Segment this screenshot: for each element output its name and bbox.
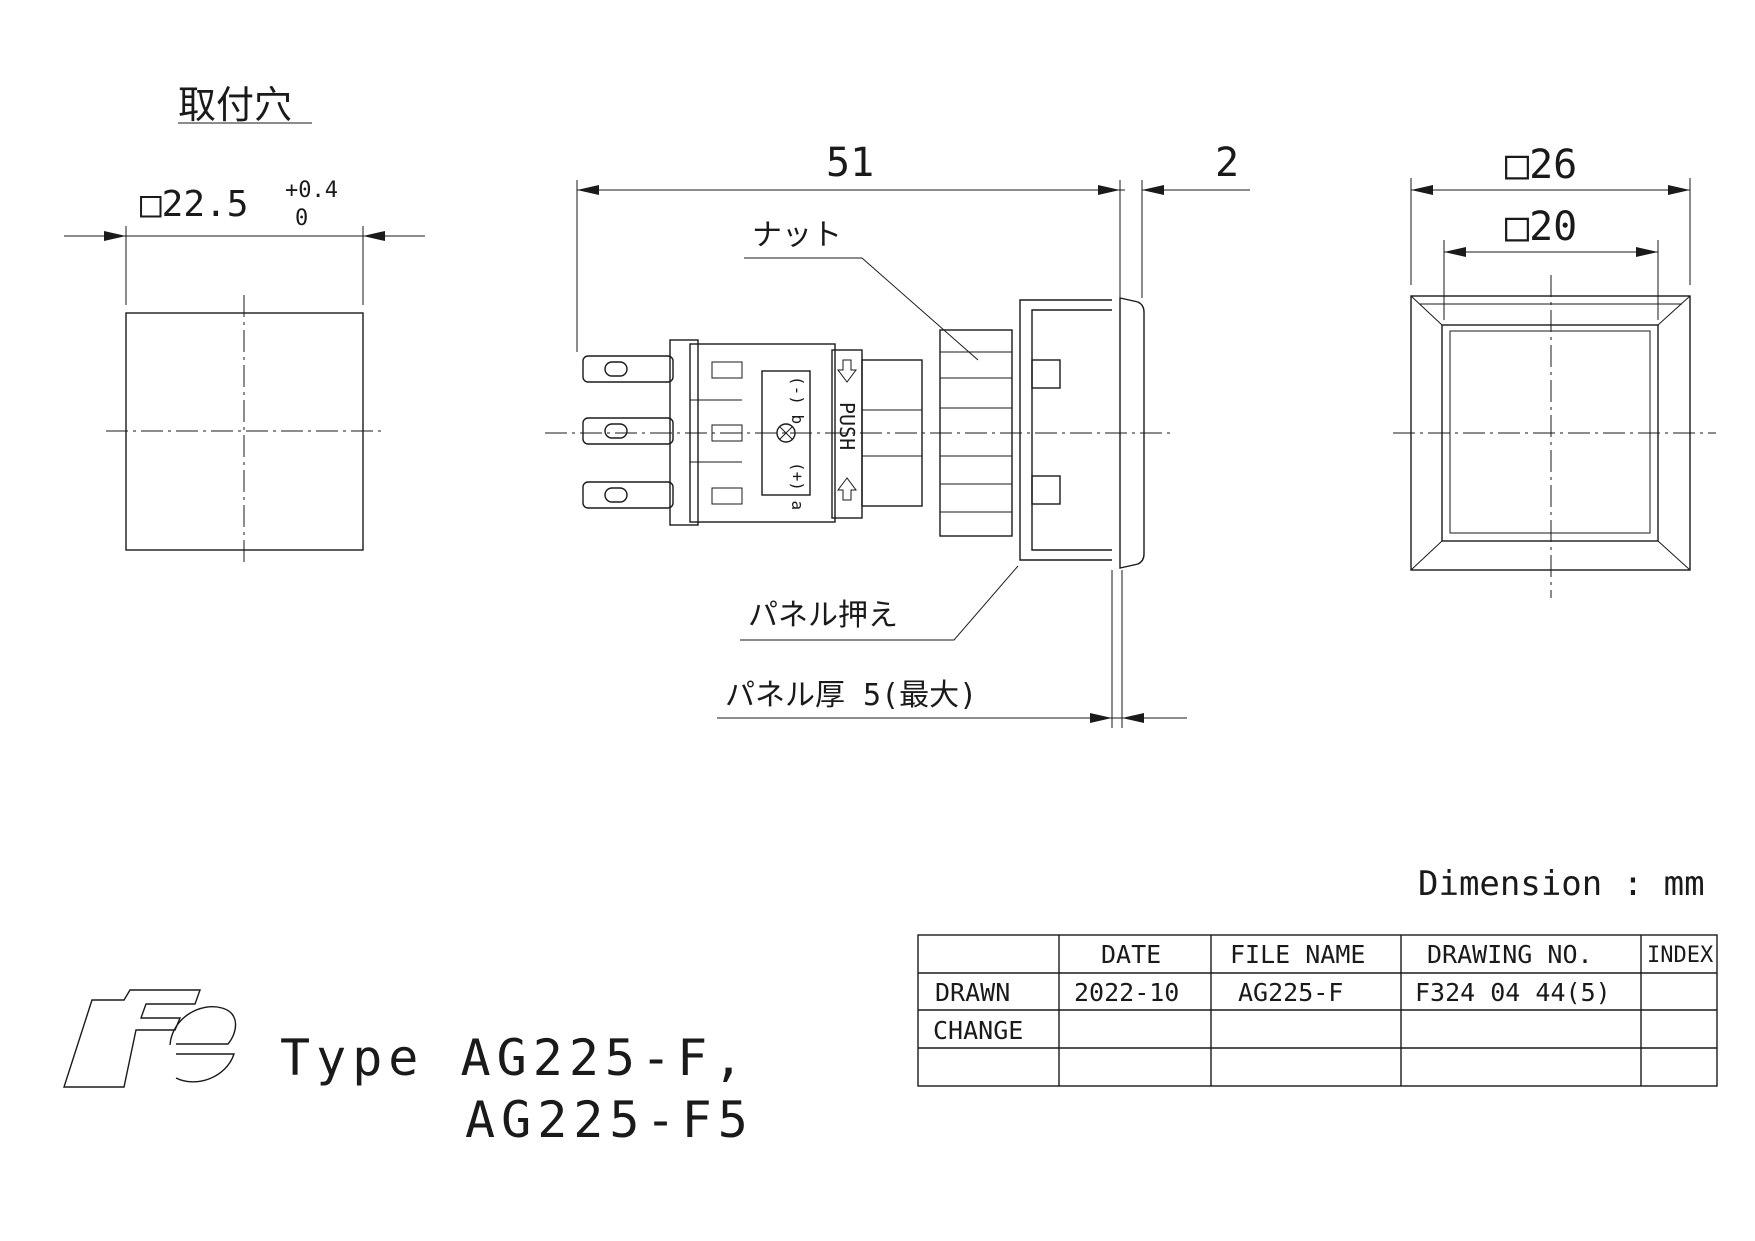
terminal-top-hole (604, 361, 628, 377)
side-view: 51 2 ナット パネル押え パネル厚 5(最大) (545, 140, 1250, 728)
panel-clamp-label: パネル押え (748, 598, 898, 633)
row-change-label: CHANGE (933, 1016, 1023, 1045)
header-date: DATE (1101, 940, 1161, 969)
lamp-x-2 (779, 426, 793, 440)
outer-dim-arrow-left (1411, 185, 1433, 195)
mounting-hole-tol-minus: 0 (295, 206, 308, 231)
switch-slot-bottom (711, 487, 743, 505)
type-label-line2: AG225-F5 (465, 1091, 754, 1149)
dim-length-arrow-right (1098, 185, 1120, 195)
header-index: INDEX (1647, 943, 1714, 968)
mounting-hole-view: 取付穴 □22.5 +0.4 0 (64, 83, 425, 565)
outer-size-label: □26 (1505, 142, 1577, 188)
lens (1449, 330, 1651, 534)
row-drawn-file-name: AG225-F (1238, 978, 1343, 1007)
dim-length-label: 51 (826, 140, 874, 186)
inner-size-label: □20 (1505, 204, 1577, 250)
dim-flange-arrow (1142, 185, 1164, 195)
bezel-bevel-tl (1410, 295, 1443, 326)
mounting-hole-size: □22.5 (140, 184, 248, 225)
bezel-bevel-bl (1410, 540, 1443, 571)
header-drawing-no: DRAWING NO. (1427, 940, 1593, 969)
terminal-a-label: (+) a (788, 462, 807, 510)
clamp-tab-bottom (1031, 475, 1061, 505)
panel-thickness-label: パネル厚 5(最大) (725, 678, 977, 713)
inner-dim-arrow-right (1636, 247, 1658, 257)
push-arrow-down-icon (837, 359, 857, 383)
bezel-bevel-tr (1657, 295, 1691, 326)
terminal-middle (582, 417, 674, 445)
bezel-flange (1119, 297, 1145, 569)
switch-slot-top (711, 361, 743, 379)
push-label: PUSH (835, 402, 859, 450)
logo-letter-e (169, 1006, 237, 1083)
front-view: □26 □20 (1393, 142, 1716, 598)
hole-dim-arrow-right (363, 231, 385, 241)
mounting-hole-tol-plus: +0.4 (285, 178, 338, 203)
dim-length-arrow-left (577, 185, 599, 195)
terminal-middle-hole (604, 423, 628, 439)
panel-clamp (1019, 299, 1112, 561)
panel-thickness-arrow-left (1090, 713, 1112, 723)
header-file-name: FILE NAME (1230, 940, 1365, 969)
row-drawn-label: DRAWN (935, 978, 1010, 1007)
title-block: DATE FILE NAME DRAWING NO. INDEX DRAWN 2… (917, 934, 1718, 1087)
terminal-top (582, 355, 674, 383)
nut-label: ナット (752, 218, 842, 253)
outer-dim-arrow-right (1668, 185, 1690, 195)
push-arrow-up-icon (837, 477, 857, 501)
row-drawn-date: 2022-10 (1074, 978, 1179, 1007)
clamp-tab-top (1031, 359, 1061, 389)
hole-dim-arrow-left (104, 231, 126, 241)
units-label: Dimension : mm (1418, 864, 1705, 904)
dim-flange-label: 2 (1215, 140, 1239, 186)
terminal-bottom-hole (604, 487, 628, 503)
terminal-bottom (582, 481, 674, 509)
fuji-electric-logo (63, 989, 237, 1088)
panel-thickness-arrow-right (1122, 713, 1144, 723)
panel-clamp-inner (1031, 309, 1112, 551)
logo-letter-f (63, 989, 201, 1088)
row-drawn-drawing-no: F324 04 44(5) (1415, 978, 1611, 1007)
nut-leader (744, 257, 979, 361)
type-label-line1: Type AG225-F, (280, 1029, 749, 1087)
terminal-b-label: (-) b (788, 376, 807, 424)
mounting-hole-title: 取付穴 (178, 83, 292, 127)
bezel-bevel-br (1657, 540, 1691, 571)
inner-dim-arrow-left (1444, 247, 1466, 257)
panel-clamp-leader (740, 565, 1019, 641)
terminals (582, 355, 674, 509)
